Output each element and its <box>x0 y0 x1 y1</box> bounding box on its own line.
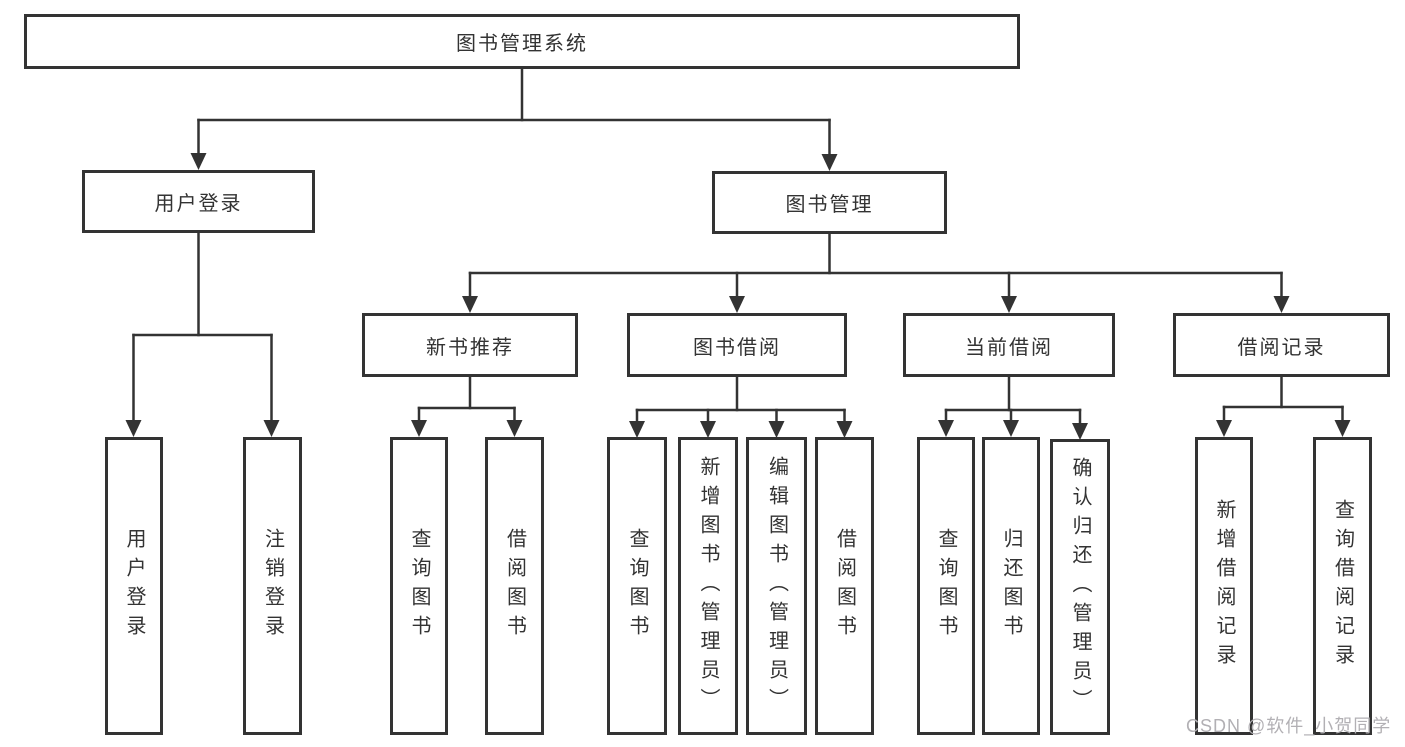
node-current-borrowing: 当前借阅 <box>903 313 1115 377</box>
leaf-return-books: 归还图书 <box>982 437 1040 735</box>
node-system-root: 图书管理系统 <box>24 14 1020 69</box>
leaf-user-login: 用户登录 <box>105 437 163 735</box>
node-label: 当前借阅 <box>965 336 1053 359</box>
leaf-query-books-recommend: 查询图书 <box>390 437 448 735</box>
leaf-label: 新增图书（管理员） <box>697 455 719 717</box>
leaf-query-books-borrowing: 查询图书 <box>607 437 667 735</box>
node-label: 借阅记录 <box>1237 336 1326 359</box>
leaf-label: 确认归还（管理员） <box>1069 456 1091 718</box>
leaf-label: 查询图书 <box>408 528 430 644</box>
csdn-watermark: CSDN @软件_小贺同学 <box>1186 716 1392 736</box>
leaf-label: 编辑图书（管理员） <box>765 455 788 717</box>
node-book-borrowing: 图书借阅 <box>627 313 847 377</box>
node-label: 图书管理系统 <box>456 33 588 55</box>
leaf-label: 查询图书 <box>626 528 648 644</box>
leaf-borrow-books-borrowing: 借阅图书 <box>815 437 874 735</box>
leaf-edit-books-admin: 编辑图书（管理员） <box>746 437 807 735</box>
node-label: 图书管理 <box>785 194 874 216</box>
leaf-label: 查询借阅记录 <box>1331 499 1354 673</box>
node-label: 用户登录 <box>154 193 243 215</box>
leaf-query-books-current: 查询图书 <box>917 437 975 735</box>
leaf-label: 注销登录 <box>261 528 284 644</box>
leaf-label: 借阅图书 <box>833 528 856 644</box>
leaf-add-books-admin: 新增图书（管理员） <box>678 437 738 735</box>
leaf-query-borrow-record: 查询借阅记录 <box>1313 437 1372 735</box>
node-book-management: 图书管理 <box>712 171 947 234</box>
node-user-login: 用户登录 <box>82 170 315 233</box>
leaf-label: 查询图书 <box>935 528 957 644</box>
node-borrowing-records: 借阅记录 <box>1173 313 1390 377</box>
leaf-label: 用户登录 <box>123 528 145 644</box>
leaf-confirm-return-admin: 确认归还（管理员） <box>1050 439 1110 735</box>
node-label: 图书借阅 <box>693 336 781 359</box>
node-label: 新书推荐 <box>426 336 514 359</box>
leaf-label: 归还图书 <box>1000 528 1022 644</box>
leaf-add-borrow-record: 新增借阅记录 <box>1195 437 1253 735</box>
leaf-label: 新增借阅记录 <box>1213 499 1235 673</box>
leaf-label: 借阅图书 <box>503 528 526 644</box>
leaf-logout: 注销登录 <box>243 437 302 735</box>
node-new-book-recommendation: 新书推荐 <box>362 313 578 377</box>
leaf-borrow-books-recommend: 借阅图书 <box>485 437 544 735</box>
